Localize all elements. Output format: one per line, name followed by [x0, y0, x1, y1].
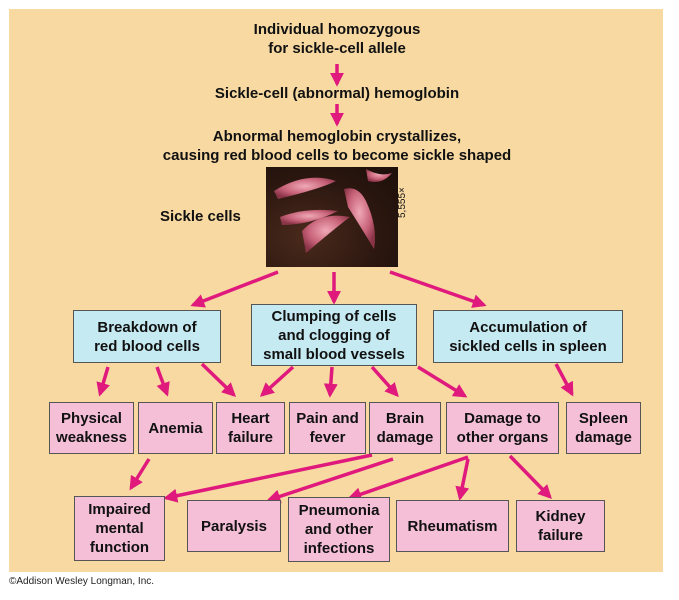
arrow-anemia-to-impaired	[129, 458, 151, 491]
sickle-cell-shape	[274, 177, 336, 199]
other-organs-box: Damage to other organs	[446, 402, 559, 454]
crystallizes-line2: causing red blood cells to become sickle…	[162, 147, 512, 164]
arrow-clumping-to-brain	[370, 365, 399, 398]
arrow-organs-to-kidney	[508, 454, 552, 500]
arrow-clumping-to-organs	[417, 365, 468, 398]
accumulation-box: Accumulation of sickled cells in spleen	[433, 310, 623, 363]
heart-failure-box: Heart failure	[216, 402, 285, 454]
arrow-breakdown-to-heart	[200, 362, 237, 397]
brain-damage-box: Brain damage	[369, 402, 441, 454]
paralysis-box: Paralysis	[187, 500, 281, 552]
arrow-organs-to-pneumonia	[347, 455, 469, 501]
arrow-brain-to-paralysis	[266, 457, 394, 504]
arrow-clumping-to-heart	[259, 365, 295, 397]
kidney-failure-box: Kidney failure	[516, 500, 605, 552]
breakdown-box: Breakdown of red blood cells	[73, 310, 221, 363]
pain-fever-box: Pain and fever	[289, 402, 366, 454]
hemoglobin-text: Sickle-cell (abnormal) hemoglobin	[214, 85, 460, 102]
arrow-sickle-to-breakdown	[190, 270, 279, 308]
arrow-clumping-to-pain	[323, 366, 338, 398]
anemia-box: Anemia	[138, 402, 213, 454]
rheumatism-box: Rheumatism	[396, 500, 509, 552]
sickle-cell-micrograph	[266, 167, 398, 267]
sickle-cell-shape	[280, 209, 338, 225]
crystallizes-text: Abnormal hemoglobin crystallizes, causin…	[107, 127, 567, 165]
allele-heading: Individual homozygous for sickle-cell al…	[187, 20, 487, 58]
pneumonia-box: Pneumonia and other infections	[288, 497, 390, 562]
arrow-breakdown-to-anemia	[155, 366, 170, 397]
physical-weakness-box: Physical weakness	[49, 402, 134, 454]
crystallizes-line1: Abnormal hemoglobin crystallizes,	[212, 128, 462, 145]
allele-heading-line2: for sickle-cell allele	[268, 40, 406, 57]
allele-heading-line1: Individual homozygous	[253, 21, 421, 38]
sickle-cells-label: Sickle cells	[160, 208, 241, 225]
arrow-sickle-to-accumulation	[389, 270, 487, 308]
clumping-box: Clumping of cells and clogging of small …	[251, 304, 417, 366]
arrow-brain-to-impaired	[163, 453, 373, 503]
arrow-breakdown-to-physical	[96, 366, 110, 397]
sickle-cell-shape	[366, 169, 392, 182]
sickle-cell-shape	[344, 188, 375, 249]
copyright-text: ©Addison Wesley Longman, Inc.	[9, 576, 155, 587]
arrow-accumulation-to-spleen	[554, 363, 574, 397]
sickle-cell-shape	[302, 215, 350, 253]
impaired-mental-box: Impaired mental function	[74, 496, 165, 561]
spleen-damage-box: Spleen damage	[566, 402, 641, 454]
magnification-label: 5,555×	[397, 187, 408, 218]
arrow-organs-to-rheumatism	[455, 458, 470, 501]
